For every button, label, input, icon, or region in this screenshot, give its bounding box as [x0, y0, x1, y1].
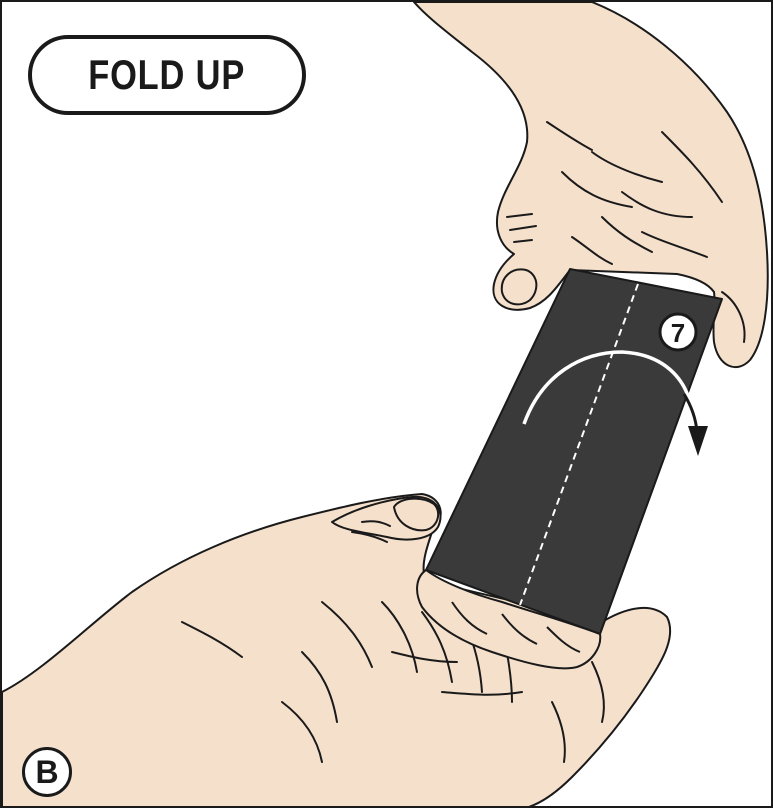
panel-letter: B	[35, 756, 58, 788]
fold-step-number: 7	[671, 318, 685, 348]
fold-step-badge: 7	[660, 314, 696, 350]
step-title: FOLD UP	[89, 51, 246, 99]
step-title-badge: FOLD UP	[28, 35, 306, 115]
panel-letter-badge: B	[22, 747, 72, 797]
